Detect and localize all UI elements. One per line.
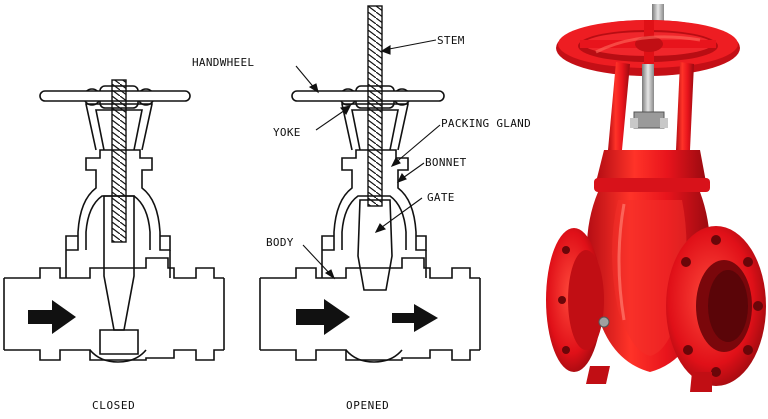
flow-arrow-icon	[296, 299, 350, 335]
label-body: BODY	[266, 236, 294, 249]
label-stem: STEM	[437, 34, 465, 47]
leader-lines	[295, 39, 441, 280]
red-gate-valve-photo	[546, 4, 766, 392]
label-handwheel: HANDWHEEL	[192, 56, 254, 69]
flow-arrow-icon	[28, 300, 76, 334]
label-packing-gland: PACKING GLAND	[441, 117, 531, 130]
caption-closed: CLOSED	[92, 399, 135, 412]
opened-stem	[367, 5, 383, 207]
label-gate: GATE	[427, 191, 455, 204]
label-yoke: YOKE	[273, 126, 301, 139]
closed-stem	[111, 79, 127, 243]
label-bonnet: BONNET	[425, 156, 467, 169]
flow-arrow-icon	[392, 304, 438, 332]
caption-opened: OPENED	[346, 399, 389, 412]
